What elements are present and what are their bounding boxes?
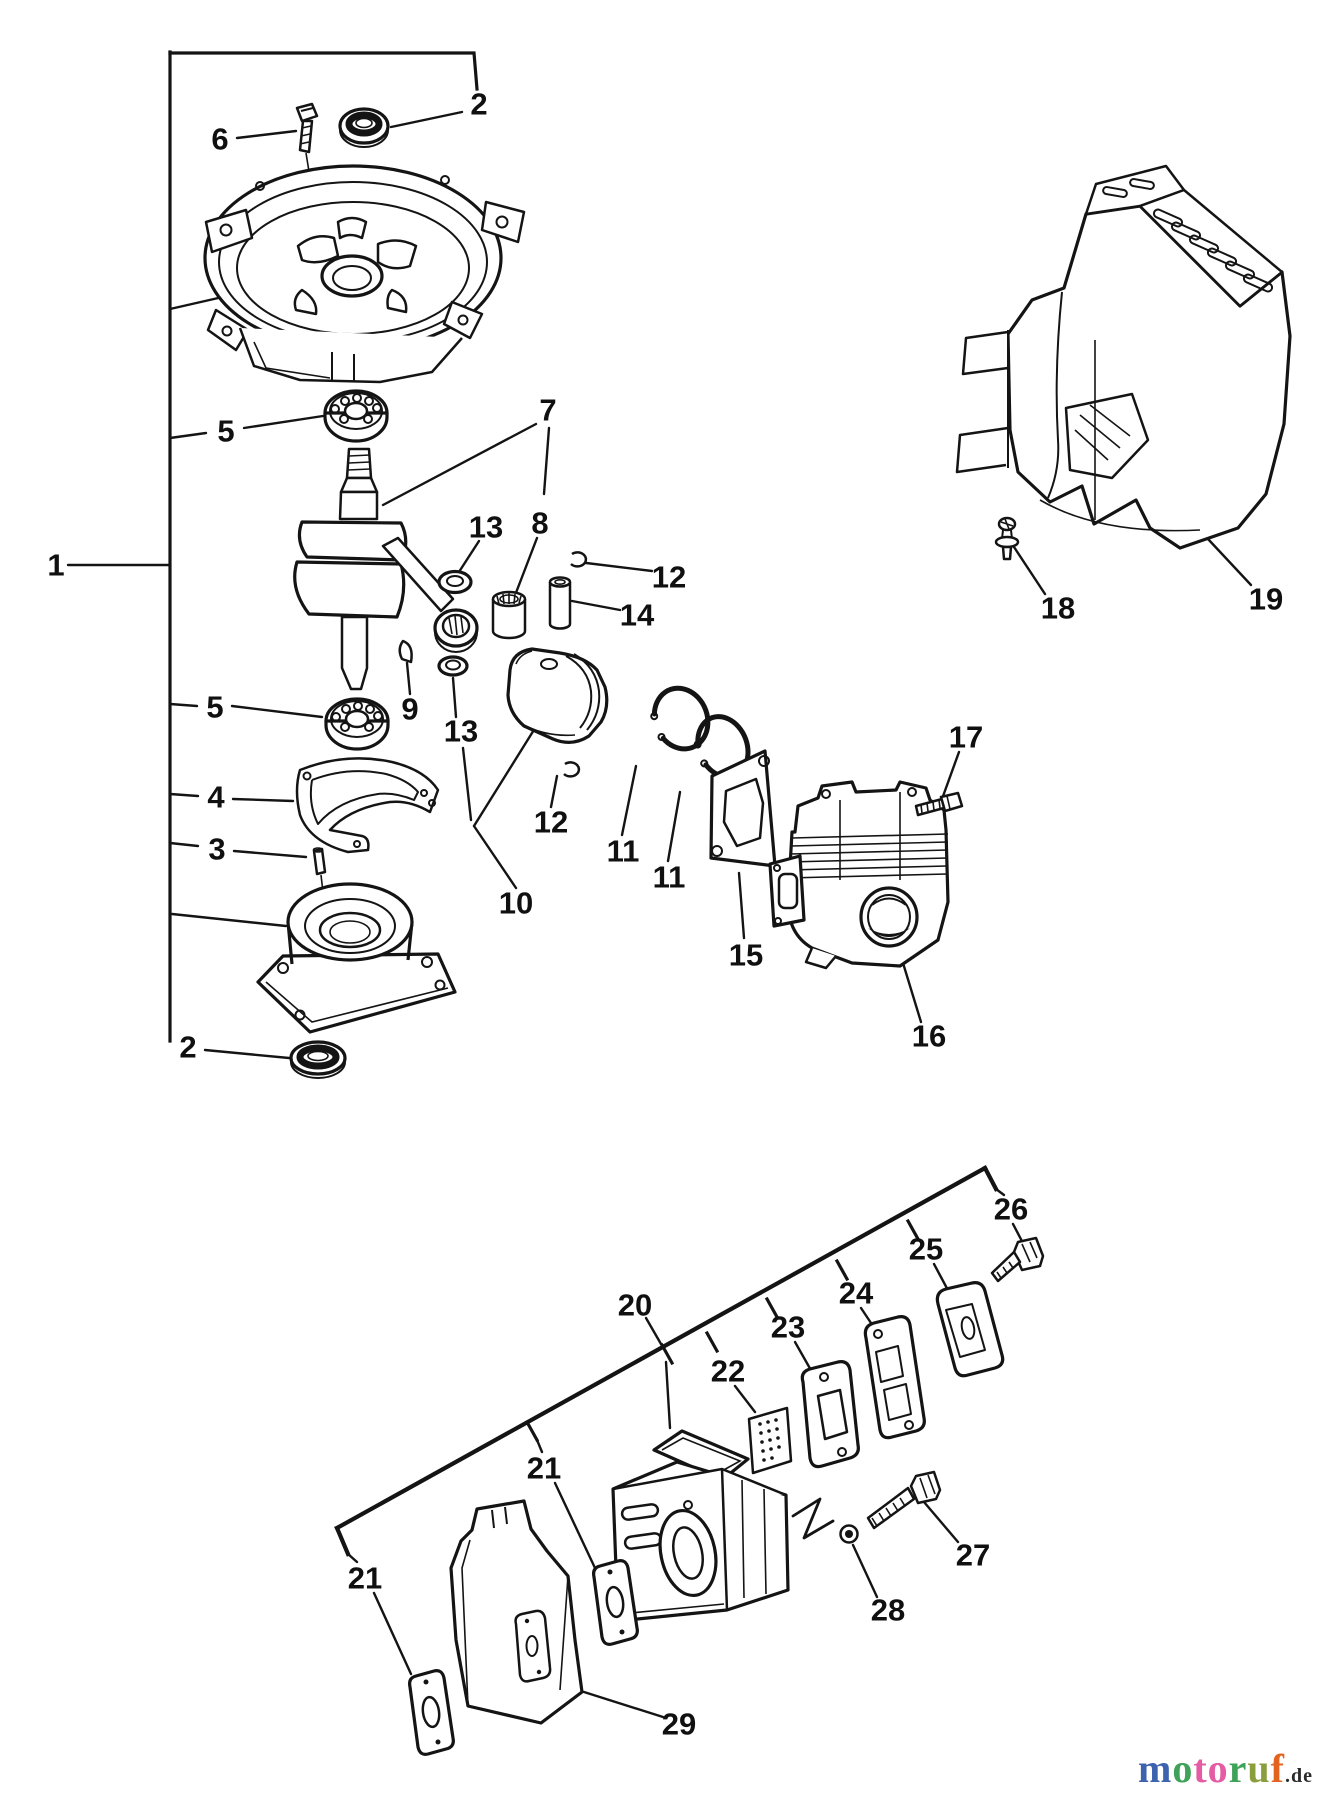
lock-washer — [839, 1524, 859, 1544]
part-label-8: 8 — [531, 506, 548, 541]
part-label-21: 21 — [527, 1451, 561, 1486]
wrist-pin-circlip-upper — [570, 551, 588, 568]
logo-letter: f — [1270, 1746, 1285, 1791]
part-label-6: 6 — [211, 122, 228, 157]
part-label-28: 28 — [871, 1593, 905, 1628]
logo-letter: u — [1247, 1746, 1271, 1791]
spark-arrestor-screen — [747, 1406, 793, 1475]
bearing-retainer-plate — [295, 757, 440, 854]
part-label-7: 7 — [539, 393, 556, 428]
part-label-24: 24 — [839, 1276, 874, 1311]
thrust-washer-lower — [437, 655, 469, 677]
motoruf-logo-letters: motoruf — [1138, 1746, 1285, 1791]
part-label-14: 14 — [620, 598, 655, 633]
crankshaft-assembly — [293, 447, 479, 691]
shield-gasket-lower — [408, 1669, 455, 1756]
part-label-13: 13 — [469, 510, 503, 545]
part-label-22: 22 — [711, 1354, 745, 1389]
part-label-4: 4 — [207, 780, 225, 815]
exhaust-plate — [863, 1315, 926, 1440]
part-label-5: 5 — [206, 690, 223, 725]
cover-screw — [994, 516, 1020, 561]
logo-letter: o — [1172, 1746, 1194, 1791]
spring-hook — [791, 1497, 835, 1540]
cylinder-cover — [955, 164, 1292, 550]
logo-letter: t — [1193, 1746, 1208, 1791]
oil-seal-top — [338, 107, 390, 148]
ball-bearing-upper — [323, 389, 389, 443]
logo-letter: m — [1138, 1746, 1173, 1791]
part-label-19: 19 — [1249, 582, 1283, 617]
part-label-2: 2 — [470, 87, 487, 122]
cylinder-gasket — [709, 749, 777, 868]
piston-ring-1 — [650, 685, 711, 752]
ball-bearing-lower — [324, 697, 390, 751]
part-label-23: 23 — [771, 1310, 805, 1345]
oil-seal-bottom — [289, 1040, 347, 1079]
muffler-bolt — [866, 1470, 942, 1530]
part-label-9: 9 — [401, 692, 418, 727]
logo-letter: o — [1207, 1746, 1229, 1791]
upper-crankcase-fan-case — [203, 164, 526, 384]
lower-crankcase — [256, 882, 457, 1034]
cylinder — [768, 780, 950, 970]
part-label-3: 3 — [208, 832, 225, 867]
part-label-17: 17 — [949, 720, 983, 755]
part-label-26: 26 — [994, 1192, 1028, 1227]
muffler — [611, 1429, 790, 1623]
piston — [506, 647, 609, 744]
logo-letter: r — [1228, 1746, 1248, 1791]
part-label-16: 16 — [912, 1019, 946, 1054]
part-label-11: 11 — [607, 834, 640, 869]
motoruf-logo[interactable]: motoruf.de — [1138, 1745, 1313, 1792]
part-label-10: 10 — [499, 886, 533, 921]
muffler-gasket — [800, 1360, 860, 1469]
part-label-11: 11 — [653, 860, 686, 895]
plate-screw — [990, 1236, 1045, 1283]
part-label-21: 21 — [348, 1561, 382, 1596]
shield-gasket-upper — [592, 1559, 639, 1646]
part-label-5: 5 — [217, 414, 234, 449]
part-label-13: 13 — [444, 714, 478, 749]
part-label-12: 12 — [652, 560, 686, 595]
part-label-29: 29 — [662, 1707, 696, 1742]
part-label-2: 2 — [179, 1030, 196, 1065]
callout-leader-lines — [66, 50, 1253, 1719]
part-label-27: 27 — [956, 1538, 990, 1573]
wrist-pin-circlip-lower — [563, 761, 581, 778]
part-label-20: 20 — [618, 1288, 652, 1323]
part-label-18: 18 — [1041, 591, 1075, 626]
woodruff-key — [398, 639, 413, 664]
outer-plate — [935, 1281, 1005, 1378]
wrist-pin — [548, 576, 572, 630]
thrust-washer-upper — [437, 569, 473, 595]
cylinder-bolt — [914, 791, 964, 817]
part-label-25: 25 — [909, 1232, 943, 1267]
motoruf-logo-suffix: .de — [1285, 1765, 1313, 1787]
part-label-1: 1 — [47, 548, 64, 583]
part-label-12: 12 — [534, 805, 568, 840]
needle-bearing-cage — [491, 590, 527, 640]
part-label-15: 15 — [729, 938, 763, 973]
heat-shield — [449, 1499, 584, 1725]
